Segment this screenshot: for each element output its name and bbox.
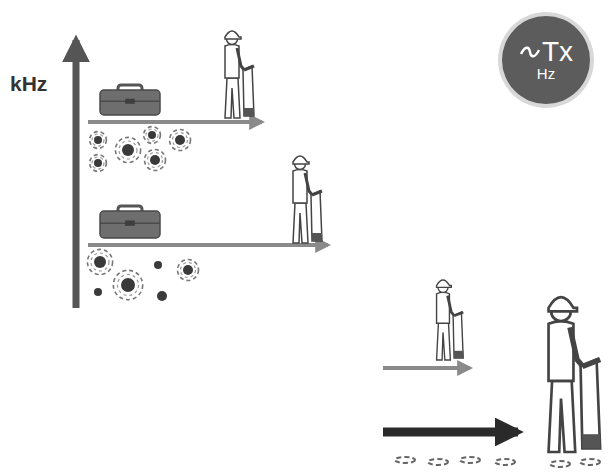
operator-figure xyxy=(293,156,322,243)
axis-label: kHz xyxy=(10,72,47,96)
frequency-axis xyxy=(73,40,80,308)
operator-figure xyxy=(549,297,601,452)
walk-arrow xyxy=(88,120,262,124)
sine-symbol xyxy=(519,45,541,59)
transmitter-case xyxy=(100,85,160,115)
walk-arrow xyxy=(383,366,470,370)
walk-arrow-bold xyxy=(383,428,518,437)
buried-utilities xyxy=(90,127,191,172)
operator-figure xyxy=(225,31,254,118)
walk-arrow xyxy=(88,243,328,247)
transmitter-case xyxy=(100,206,160,238)
operator-figure xyxy=(437,280,464,360)
badge-title: Tx xyxy=(542,38,573,66)
badge-unit: Hz xyxy=(537,66,555,82)
ground-signals xyxy=(395,457,600,467)
signal-badge: TxHz xyxy=(496,10,596,110)
buried-utilities xyxy=(87,249,198,301)
